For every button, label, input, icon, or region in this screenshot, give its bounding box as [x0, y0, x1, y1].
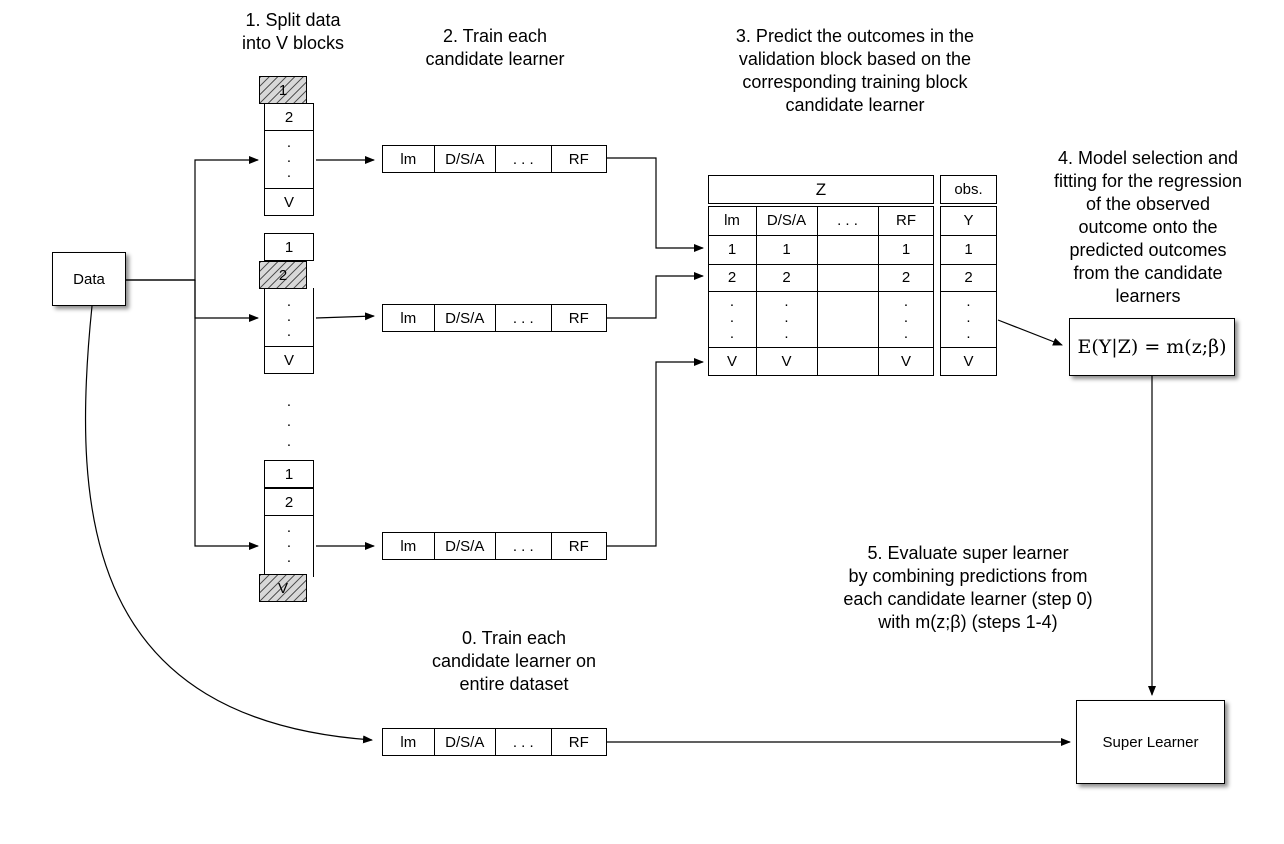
learner-cell: . . . [496, 305, 552, 331]
super-learner-label: Super Learner [1102, 733, 1199, 751]
fold-ellipsis: ... [286, 393, 292, 450]
obs-cell: 2 [964, 269, 973, 286]
learner-cell: D/S/A [435, 729, 496, 755]
learner-cell: D/S/A [435, 533, 496, 559]
learner-cell: . . . [496, 533, 552, 559]
fold-block: 1 [264, 233, 314, 261]
formula-box: E(Y|Z) = m(z;β) [1069, 318, 1235, 376]
data-split-line [126, 156, 259, 281]
z-cell: V [781, 353, 792, 370]
learner-cell: . . . [496, 146, 552, 172]
learner-row: lm D/S/A . . . RF [382, 145, 607, 173]
data-box: Data [52, 252, 126, 306]
z-cell: 2 [782, 269, 791, 286]
z-cell: V [900, 353, 911, 370]
super-learner-box: Super Learner [1076, 700, 1225, 784]
learner-cell: RF [568, 537, 589, 555]
formula-text: E(Y|Z) = m(z;β) [1077, 336, 1227, 358]
z-cell: 1 [901, 241, 911, 258]
z-matrix: Z lm D/S/A . . . RF 1 1 1 2 2 2 ... ... … [708, 175, 934, 376]
fold-block: 1 [264, 460, 314, 488]
obs-cell: V [963, 353, 974, 370]
block-dots: ... [286, 134, 292, 181]
fold-frame [264, 515, 314, 577]
learner-cell: lm [383, 533, 435, 559]
regression-arrow [997, 319, 1063, 346]
predict-arrow [607, 157, 704, 252]
learner-row: lm D/S/A . . . RF [382, 532, 607, 560]
fold-frame [264, 130, 314, 190]
data-split-line [126, 279, 259, 322]
z-cell: 2 [727, 269, 737, 286]
fold-block: V [264, 346, 314, 374]
obs-header: Y [963, 212, 974, 229]
learner-cell: RF [568, 733, 589, 751]
fold-train-arrow [315, 312, 375, 321]
learner-cell: . . . [496, 729, 552, 755]
obs-dots: ... [966, 293, 971, 342]
validation-block-1: 1 [259, 76, 307, 104]
block-dots: ... [286, 293, 292, 340]
validation-block-2: 2 [259, 261, 307, 289]
learner-cell: D/S/A [435, 305, 496, 331]
fold-frame [264, 288, 314, 348]
z-cell: 2 [901, 269, 911, 286]
validation-block-v: V [259, 574, 307, 602]
block-dots: ... [286, 519, 292, 566]
obs-cell: 1 [964, 241, 973, 258]
z-cell: 1 [727, 241, 737, 258]
z-title: Z [708, 175, 934, 204]
learner-cell: D/S/A [435, 146, 496, 172]
predict-arrow [607, 272, 704, 319]
fold-block: V [264, 188, 314, 216]
z-header: RF [896, 212, 916, 229]
z-header: D/S/A [766, 212, 807, 229]
z-header: lm [724, 212, 740, 229]
full-data-curve [84, 305, 373, 744]
learner-cell: RF [568, 309, 589, 327]
data-label: Data [73, 270, 105, 288]
learner-cell: lm [383, 146, 435, 172]
obs-title: obs. [940, 175, 997, 204]
fold-block: 2 [264, 488, 314, 516]
learner-cell: lm [383, 729, 435, 755]
z-dots: ... [903, 293, 909, 342]
data-split-line [194, 280, 259, 550]
z-cell: 1 [782, 241, 791, 258]
learner-row: lm D/S/A . . . RF [382, 304, 607, 332]
learner-cell: lm [383, 305, 435, 331]
z-header: . . . [837, 212, 858, 229]
fold-block: 2 [264, 103, 314, 131]
learner-row-full: lm D/S/A . . . RF [382, 728, 607, 756]
learner-cell: RF [568, 150, 589, 168]
z-dots: ... [729, 293, 735, 342]
predict-arrow [607, 358, 704, 547]
obs-column: obs. Y 1 2 ... V [940, 175, 997, 376]
z-dots: ... [784, 293, 789, 342]
z-cell: V [726, 353, 737, 370]
